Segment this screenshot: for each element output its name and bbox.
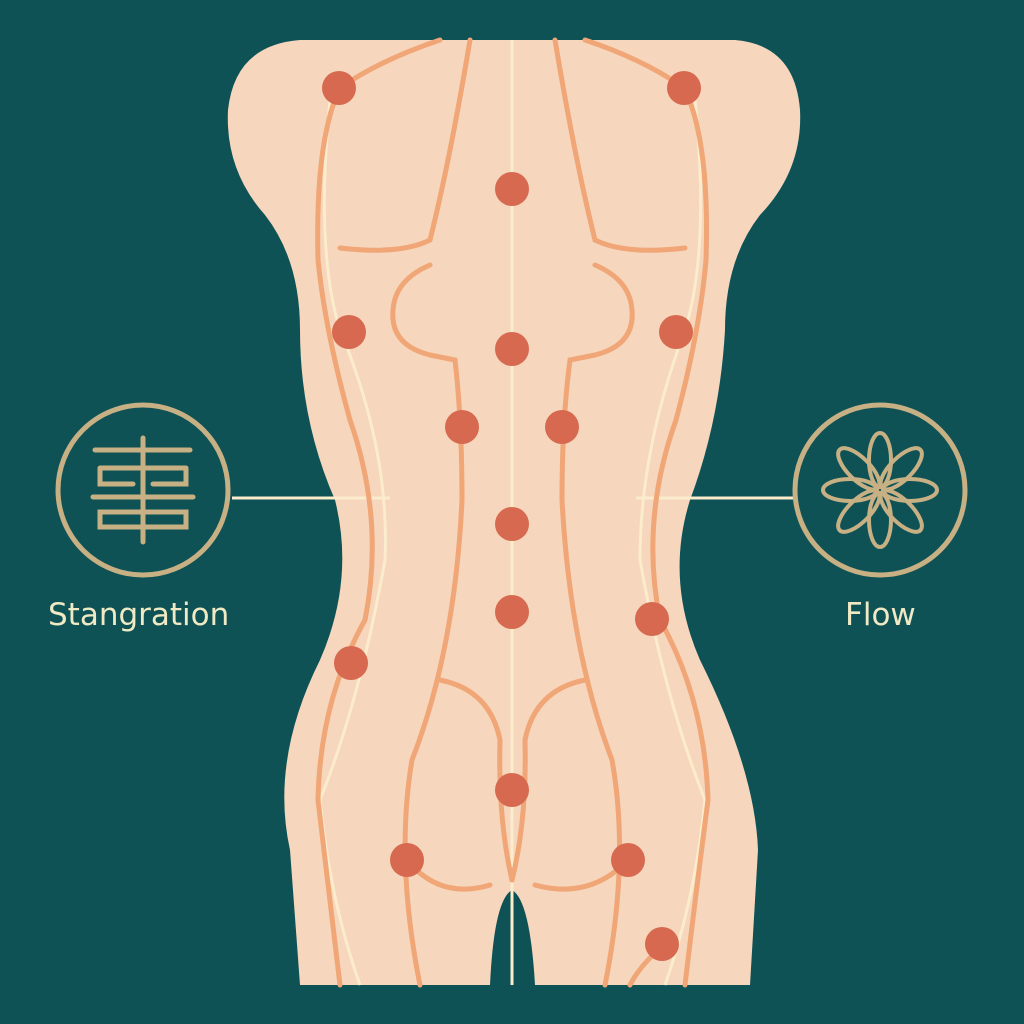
acupoint xyxy=(495,507,529,541)
acupoint xyxy=(495,172,529,206)
chinese-character-seal-icon xyxy=(55,402,231,578)
flower-icon xyxy=(792,402,968,578)
acupoint xyxy=(322,71,356,105)
acupoints xyxy=(322,71,701,961)
acupoint xyxy=(545,410,579,444)
acupoint xyxy=(495,332,529,366)
meridian-lines xyxy=(315,37,711,988)
acupoint xyxy=(645,927,679,961)
flow-label: Flow xyxy=(845,597,916,633)
acupoint xyxy=(334,646,368,680)
acupoint xyxy=(332,315,366,349)
acupoint xyxy=(611,843,645,877)
acupoint xyxy=(667,71,701,105)
acupoint xyxy=(445,410,479,444)
acupoint xyxy=(390,843,424,877)
acupoint xyxy=(635,602,669,636)
acupoint xyxy=(495,595,529,629)
acupoint xyxy=(659,315,693,349)
acupoint xyxy=(495,773,529,807)
stagnation-label: Stangration xyxy=(48,597,230,633)
